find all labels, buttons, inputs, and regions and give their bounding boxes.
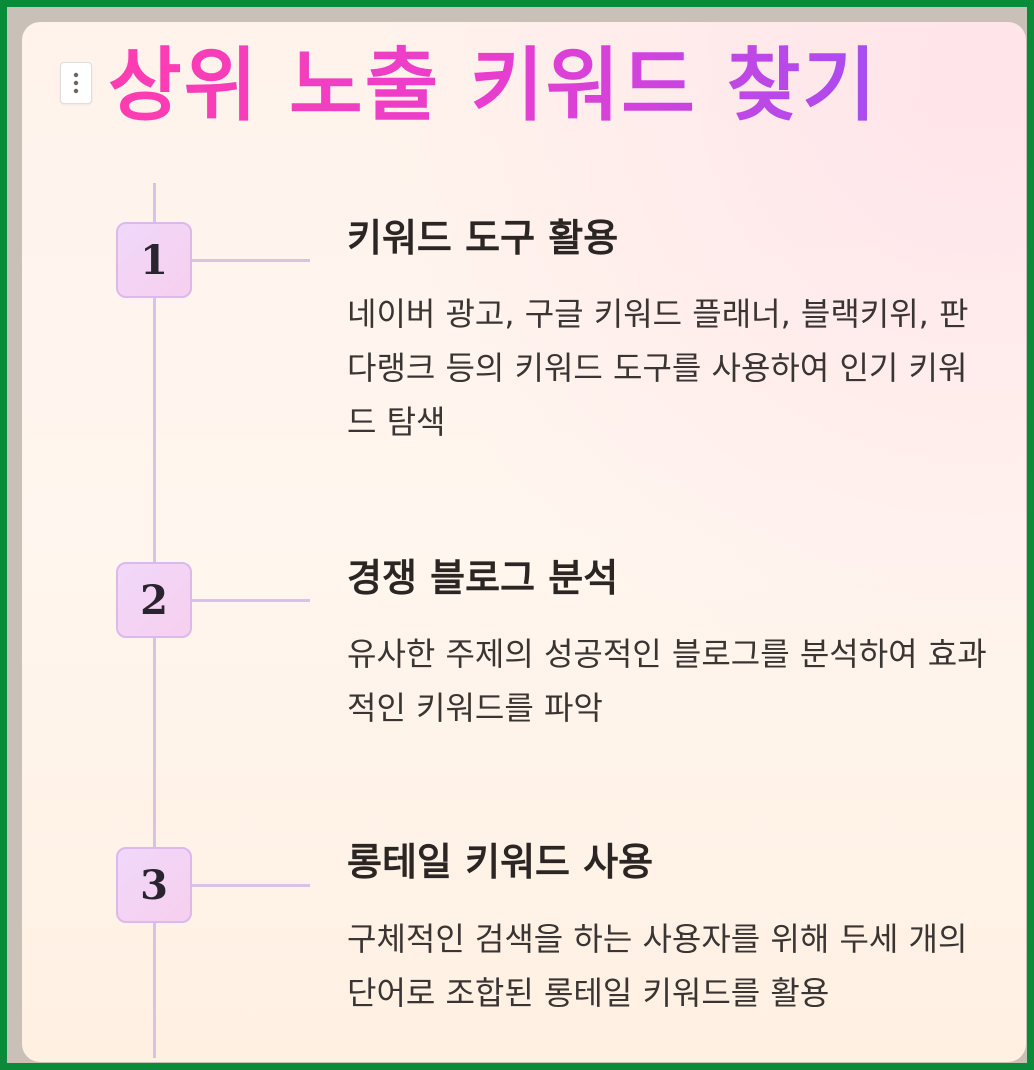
step-number-badge: 2 bbox=[116, 562, 192, 638]
step-connector bbox=[192, 259, 310, 262]
step-number-badge: 3 bbox=[116, 847, 192, 923]
step-description: 네이버 광고, 구글 키워드 플래너, 블랙키위, 판다랭크 등의 키워드 도구… bbox=[347, 295, 969, 441]
step-connector bbox=[192, 884, 310, 887]
step-heading: 롱테일 키워드 사용 bbox=[347, 840, 654, 884]
step-description: 유사한 주제의 성공적인 블로그를 분석하여 효과적인 키워드를 파악 bbox=[347, 635, 987, 727]
slide-card: 상위 노출 키워드 찾기 1 키워드 도구 활용 네이버 광고, 구글 키워드 … bbox=[22, 22, 1026, 1062]
step-number-badge: 1 bbox=[116, 222, 192, 298]
step-heading: 키워드 도구 활용 bbox=[347, 216, 619, 260]
step-description: 구체적인 검색을 하는 사용자를 위해 두세 개의 단어로 조합된 롱테일 키워… bbox=[347, 920, 968, 1012]
vertical-ellipsis-icon bbox=[73, 72, 79, 94]
step-heading: 경쟁 블로그 분석 bbox=[347, 556, 619, 600]
page-title: 상위 노출 키워드 찾기 bbox=[108, 26, 878, 146]
drag-handle-button[interactable] bbox=[60, 62, 92, 104]
step-connector bbox=[192, 599, 310, 602]
